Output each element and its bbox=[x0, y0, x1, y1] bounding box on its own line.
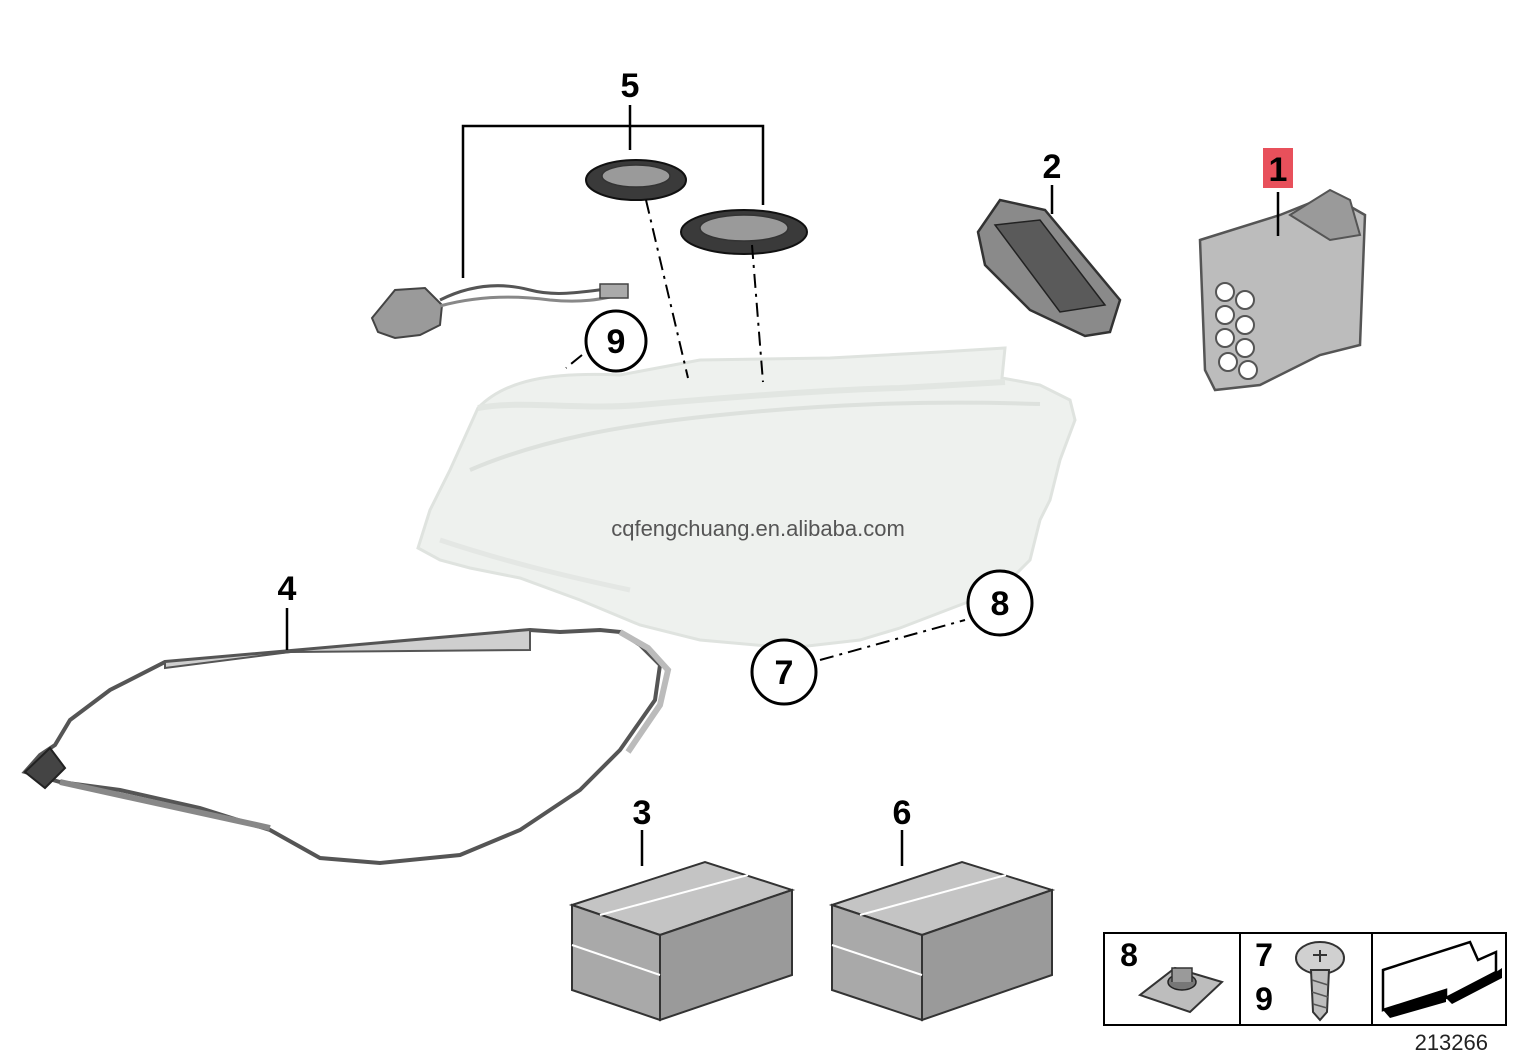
legend-label-7: 7 bbox=[1255, 937, 1273, 973]
circled-callout-7: 7 bbox=[750, 638, 818, 706]
circled-callout-9-label: 9 bbox=[607, 323, 626, 361]
callout-1-highlight bbox=[1263, 148, 1293, 188]
circled-callout-7-label: 7 bbox=[775, 654, 794, 692]
circled-callout-8: 8 bbox=[966, 569, 1034, 637]
arrow-icon bbox=[1381, 940, 1502, 1018]
repair-kit-box-icon bbox=[828, 860, 1056, 1022]
callout-4: 4 bbox=[278, 570, 297, 608]
callout-3: 3 bbox=[633, 794, 652, 832]
led-module-icon bbox=[1198, 188, 1367, 392]
reference-number: 213266 bbox=[1415, 1030, 1488, 1055]
seal-icon bbox=[21, 627, 672, 866]
circled-callout-8-label: 8 bbox=[991, 585, 1010, 623]
screw-icon bbox=[1295, 941, 1345, 1022]
callout-2: 2 bbox=[1043, 148, 1062, 186]
control-unit-icon bbox=[976, 198, 1122, 338]
watermark: cqfengchuang.en.alibaba.com bbox=[611, 516, 905, 541]
callout-5: 5 bbox=[621, 67, 640, 105]
repair-kit-box-icon bbox=[568, 860, 796, 1022]
leader-lines bbox=[285, 105, 1280, 866]
legend-label-9: 9 bbox=[1255, 981, 1273, 1017]
legend-box: 8 7 9 bbox=[1103, 932, 1507, 1026]
circled-callout-9: 9 bbox=[584, 309, 648, 373]
clip-nut-icon bbox=[1137, 966, 1224, 1014]
wiring-harness-icon bbox=[370, 283, 629, 340]
cover-cap-icon bbox=[585, 159, 808, 255]
headlight-housing bbox=[416, 346, 1077, 650]
callout-1: 1 bbox=[1269, 151, 1288, 189]
legend-label-8: 8 bbox=[1120, 937, 1138, 973]
callout-6: 6 bbox=[893, 794, 912, 832]
